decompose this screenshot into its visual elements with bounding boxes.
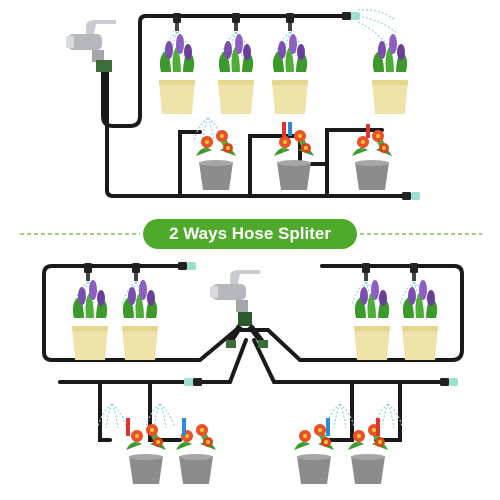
water-spray <box>162 9 399 143</box>
hose-end-cap-icon <box>178 262 458 386</box>
bottom-hoses <box>42 264 464 442</box>
faucet-icon <box>210 270 260 312</box>
top-irrigation-system <box>66 9 420 200</box>
top-hoses <box>101 14 412 198</box>
plant-pot <box>159 34 408 190</box>
bottom-irrigation-system <box>42 262 464 484</box>
drip-stake-icon <box>282 122 370 138</box>
y-splitter-icon <box>226 312 268 348</box>
hose-splitter-banner: 2 Ways Hose Spliter <box>143 219 357 249</box>
hose-connector-icon <box>96 60 112 72</box>
faucet-icon <box>66 20 116 62</box>
drip-stake-icon <box>126 418 380 436</box>
